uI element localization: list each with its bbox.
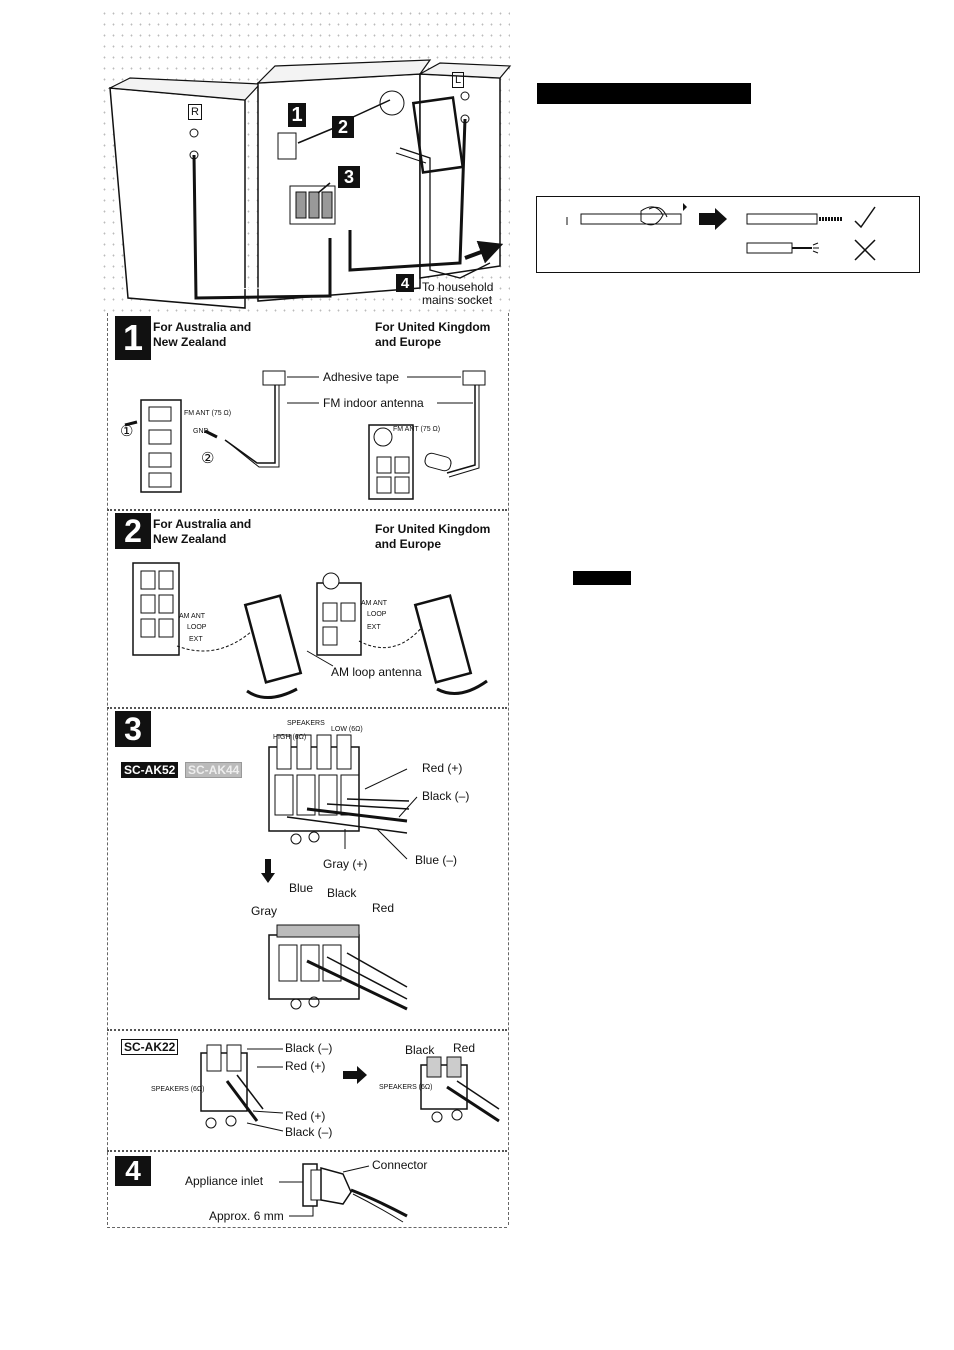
appliance-inlet-label: Appliance inlet xyxy=(185,1174,264,1188)
step1-left-heading-2: New Zealand xyxy=(153,335,227,349)
red-plus-label: Red (+) xyxy=(422,761,463,775)
wire-strip-diagram xyxy=(566,203,876,261)
ak22-black-minus-label-2: Black (–) xyxy=(285,1125,333,1139)
blue-label: Blue xyxy=(289,881,314,895)
fm-ant-terminal-label-uk: FM ANT (75 Ω) xyxy=(393,426,441,433)
black-label: Black xyxy=(327,886,357,900)
ak22-speakers-label-after: SPEAKERS (6Ω) xyxy=(379,1084,433,1091)
speakers-label: SPEAKERS xyxy=(287,720,325,727)
ext-label: EXT xyxy=(189,636,203,643)
step2-right-heading-2: and Europe xyxy=(375,537,442,551)
am-antenna-drawing xyxy=(132,562,488,699)
model-sc-ak22: SC-AK22 xyxy=(121,1039,179,1055)
ak22-terminal-drawing xyxy=(200,1044,500,1132)
step-marker-2: ② xyxy=(201,450,215,467)
high-label: HIGH (6Ω) xyxy=(273,734,307,741)
speaker-r-label: R xyxy=(188,104,202,120)
step1-number: 1 xyxy=(115,316,151,360)
step2-panel: 2 For Australia and New Zealand For Unit… xyxy=(107,509,507,705)
callout-2: 2 xyxy=(332,116,354,138)
gray-plus-label: Gray (+) xyxy=(323,857,368,871)
ext-label-uk: EXT xyxy=(367,624,381,631)
step2-left-heading-1: For Australia and xyxy=(153,517,252,531)
step1-panel: 1 For Australia and New Zealand For Unit… xyxy=(107,315,507,505)
am-ant-label-uk: AM ANT xyxy=(361,600,388,607)
power-connector-drawing xyxy=(279,1163,408,1223)
step2-right-heading-1: For United Kingdom xyxy=(375,522,491,536)
callout-3: 3 xyxy=(338,166,360,188)
gray-label: Gray xyxy=(251,904,278,918)
red-label: Red xyxy=(372,901,395,915)
ak22-red-plus-label: Red (+) xyxy=(285,1059,326,1073)
ak22-red-label: Red xyxy=(453,1041,476,1055)
ak22-black-label: Black xyxy=(405,1043,435,1057)
step1-left-heading-1: For Australia and xyxy=(153,320,252,334)
model-sc-ak44: SC-AK44 xyxy=(185,762,243,778)
fm-ant-terminal-label: FM ANT (75 Ω) xyxy=(184,410,232,417)
loop-label-uk: LOOP xyxy=(367,611,387,618)
right-note-bar xyxy=(573,571,631,585)
wire-strip-box xyxy=(536,196,920,273)
ak22-red-plus-label-2: Red (+) xyxy=(285,1109,326,1123)
step2-number: 2 xyxy=(115,513,151,549)
loop-label: LOOP xyxy=(187,624,207,631)
mains-label-line2: mains socket xyxy=(422,293,493,307)
speaker-l-label: L xyxy=(452,72,465,88)
step4-panel: 4 Connector Appliance inlet Approx. 6 mm xyxy=(107,1150,507,1228)
callout-1: 1 xyxy=(288,103,306,127)
step1-right-heading-1: For United Kingdom xyxy=(375,320,491,334)
am-loop-antenna-label: AM loop antenna xyxy=(331,665,422,679)
mains-label-line1: To household xyxy=(422,280,494,294)
step3-panel: 3 SC-AK52 SC-AK44 SPEAK xyxy=(107,707,507,1029)
callout-4: 4 xyxy=(396,274,414,292)
model-sc-ak52: SC-AK52 xyxy=(121,762,179,778)
top-illustration: R L 1 2 3 4 To household mains socket xyxy=(100,8,512,313)
system-rear-drawing xyxy=(107,59,512,309)
connector-label: Connector xyxy=(372,1158,428,1172)
step3-ak22-panel: SC-AK22 SPEAKERS (6Ω) Black (–) Red (+) … xyxy=(107,1029,507,1149)
fm-antenna-drawing xyxy=(124,370,486,500)
steps-frame xyxy=(107,313,509,1225)
ak22-speakers-label: SPEAKERS (6Ω) xyxy=(151,1086,205,1093)
black-minus-label: Black (–) xyxy=(422,789,470,803)
blue-minus-label: Blue (–) xyxy=(415,853,458,867)
speaker-terminal-drawing xyxy=(261,734,418,1011)
step3-number: 3 xyxy=(115,711,151,747)
step1-right-heading-2: and Europe xyxy=(375,335,442,349)
step2-left-heading-2: New Zealand xyxy=(153,532,227,546)
adhesive-tape-label: Adhesive tape xyxy=(323,370,400,384)
low-label: LOW (6Ω) xyxy=(331,726,363,733)
fm-indoor-antenna-label: FM indoor antenna xyxy=(323,396,424,410)
ak22-black-minus-label: Black (–) xyxy=(285,1041,333,1055)
am-ant-label: AM ANT xyxy=(179,613,206,620)
step-marker-1: ① xyxy=(120,423,134,440)
right-heading-bar xyxy=(537,83,751,104)
gnd-terminal-label: GND xyxy=(193,428,209,435)
step4-number: 4 xyxy=(115,1155,151,1186)
approx-6mm-label: Approx. 6 mm xyxy=(209,1209,284,1223)
